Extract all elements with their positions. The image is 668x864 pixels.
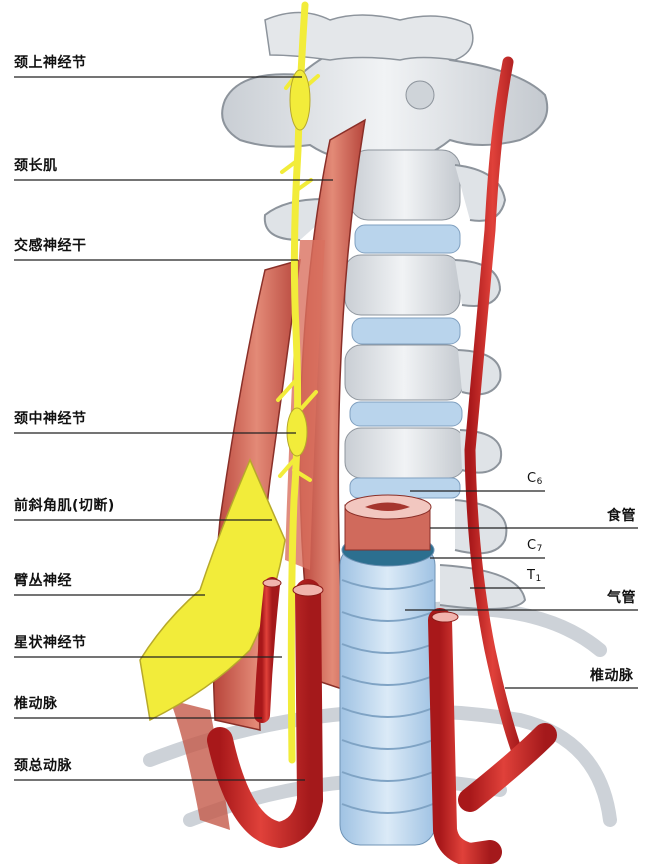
label-anterior-scalene: 前斜角肌(切断) xyxy=(14,498,115,514)
label-vertebral-artery-right: 椎动脉 xyxy=(590,668,634,684)
label-superior-cervical-ganglion: 颈上神经节 xyxy=(14,55,87,71)
label-sympathetic-trunk: 交感神经干 xyxy=(14,238,87,254)
middle-ganglion xyxy=(286,407,308,457)
label-trachea: 气管 xyxy=(607,590,636,606)
label-vertebral-artery-left: 椎动脉 xyxy=(14,696,58,712)
label-c6: C6 xyxy=(527,471,543,487)
leader-lines xyxy=(14,76,638,781)
label-brachial-plexus: 臂丛神经 xyxy=(14,573,72,589)
label-common-carotid: 颈总动脉 xyxy=(14,758,72,774)
label-t1: T1 xyxy=(527,568,542,584)
label-stellate-ganglion: 星状神经节 xyxy=(14,635,87,651)
superior-ganglion xyxy=(289,69,311,131)
trachea-tube xyxy=(339,533,436,846)
label-longus-colli: 颈长肌 xyxy=(14,158,58,174)
label-middle-cervical-ganglion: 颈中神经节 xyxy=(14,411,87,427)
label-c7: C7 xyxy=(527,538,543,554)
vertebral-column xyxy=(263,149,527,610)
label-esophagus: 食管 xyxy=(607,508,636,524)
esophagus-tube xyxy=(344,494,432,551)
arteries xyxy=(207,56,557,864)
